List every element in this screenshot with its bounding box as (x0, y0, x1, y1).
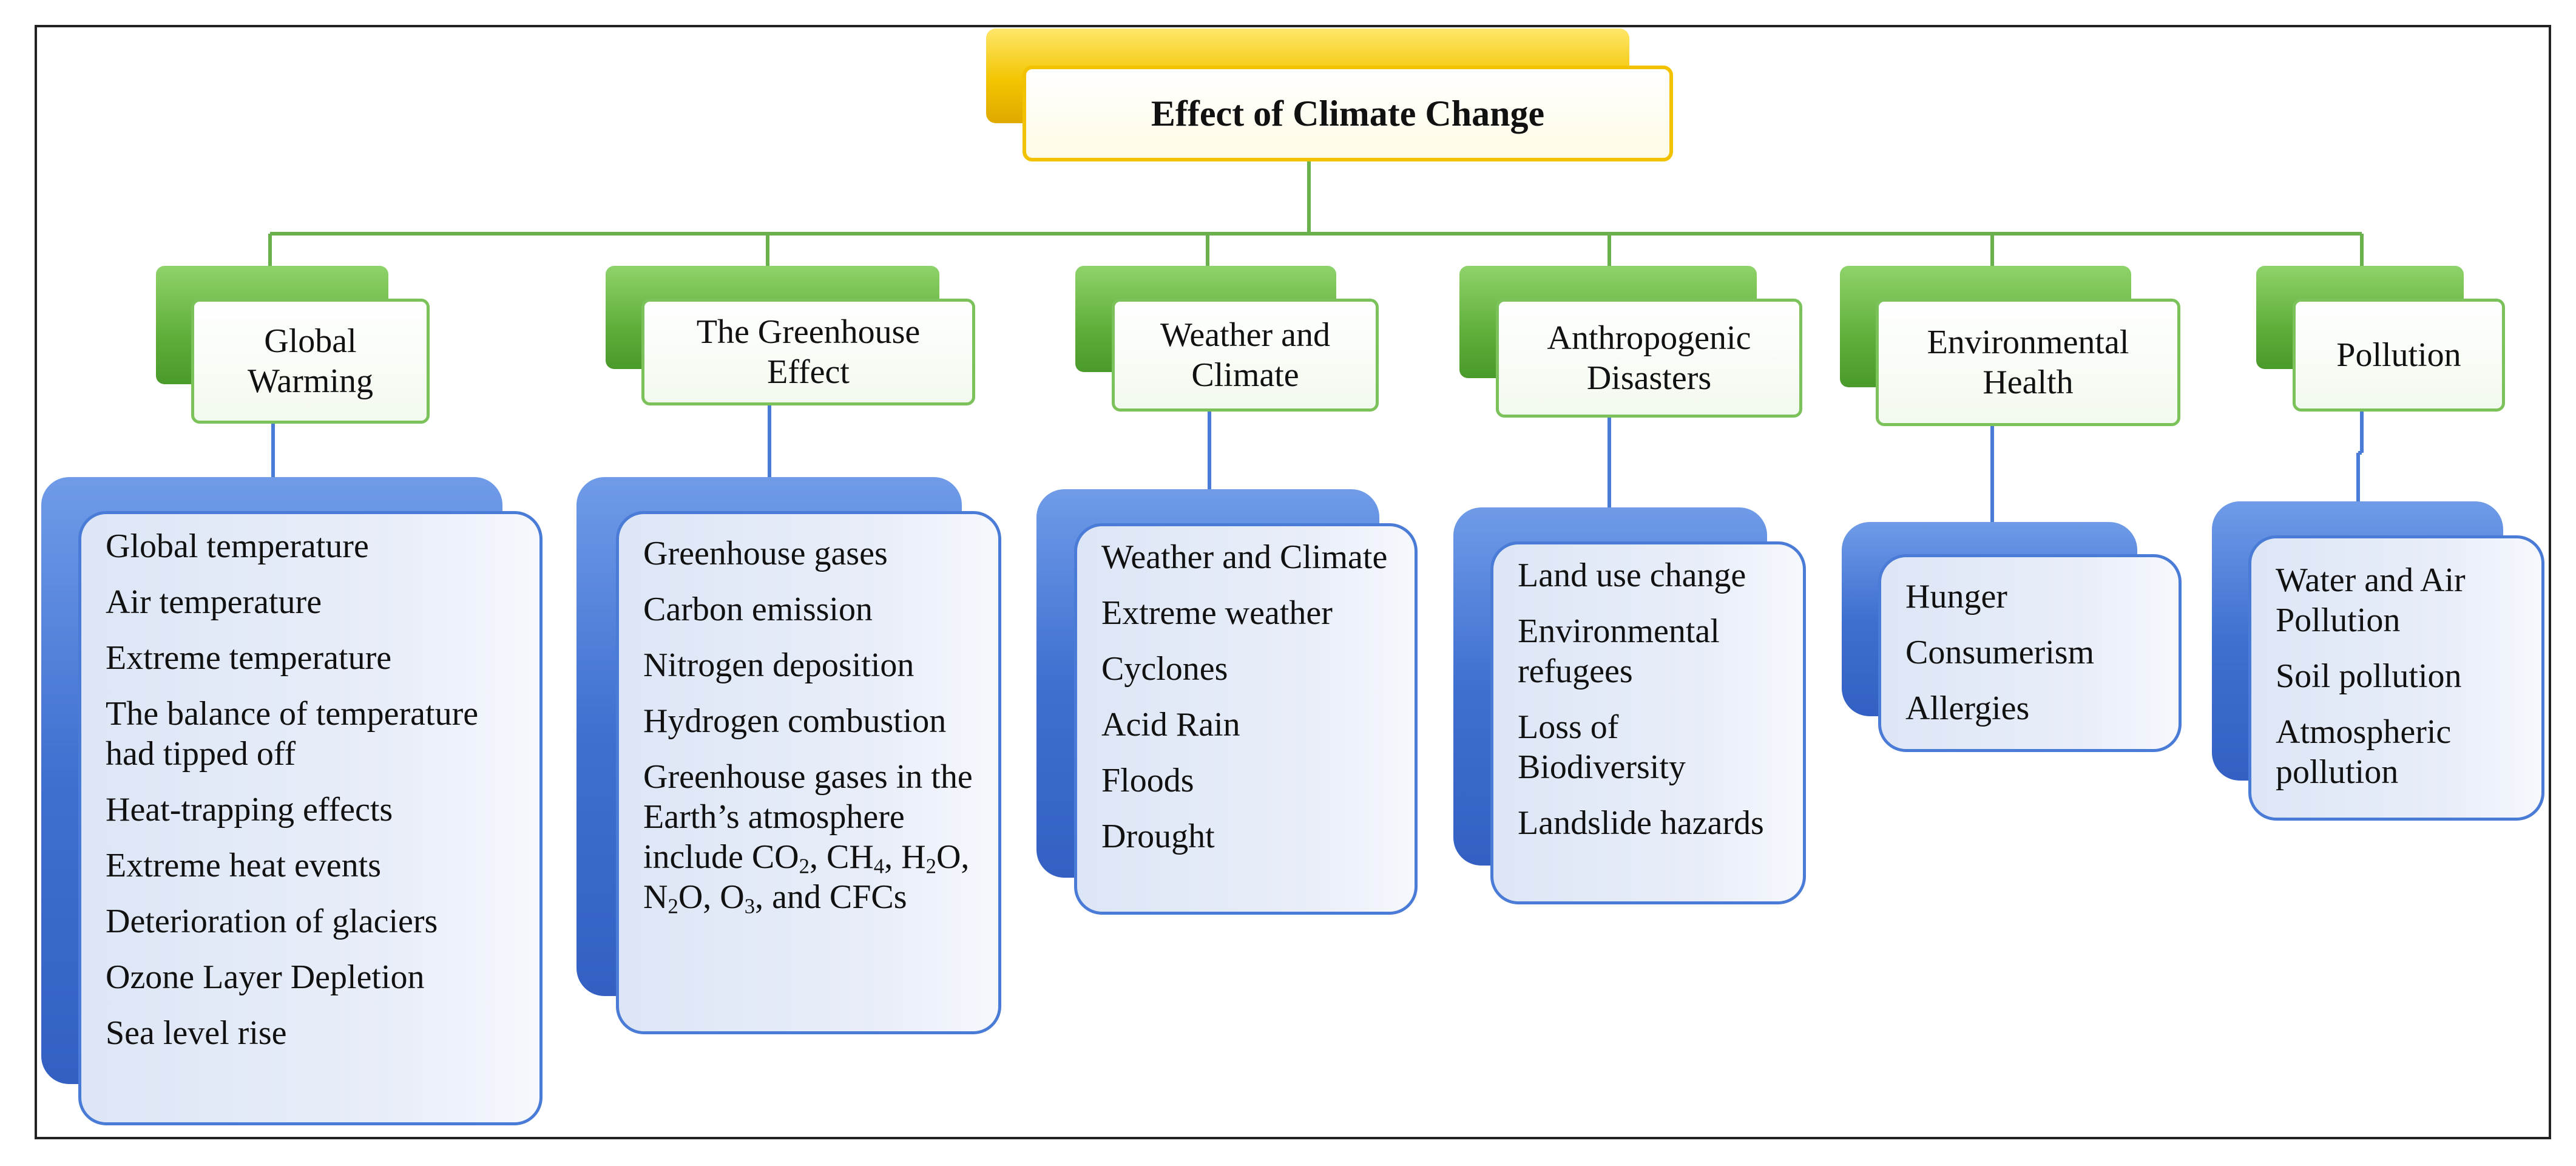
list-item: Extreme weather (1101, 594, 1333, 632)
list-item: Deterioration of glaciers (106, 903, 438, 940)
category-box-weather-and-climate: Weather and Climate (1112, 299, 1379, 412)
category-box-global-warming: Global Warming (191, 299, 430, 424)
list-item: Heat-trapping effects (106, 791, 393, 829)
category-label: Global Warming (248, 322, 373, 400)
list-box-greenhouse-effect: Greenhouse gases Carbon emission Nitroge… (616, 511, 1001, 1034)
list-item: Nitrogen deposition (643, 646, 914, 684)
list-item: Carbon emission (643, 591, 873, 628)
category-box-environmental-health: Environmental Health (1876, 299, 2180, 426)
category-label: The Greenhouse Effect (696, 313, 921, 391)
list-item: Sea level rise (106, 1014, 287, 1052)
list-item: Consumerism (1905, 634, 2095, 671)
diagram-frame (35, 25, 2551, 1139)
list-box-environmental-health: Hunger Consumerism Allergies (1878, 554, 2182, 752)
list-item: Ozone Layer Depletion (106, 958, 425, 996)
list-item: Soil pollution (2276, 657, 2462, 695)
diagram-title: Effect of Climate Change (1151, 93, 1545, 134)
list-item: Drought (1101, 818, 1215, 855)
list-item: Land use change (1518, 557, 1746, 594)
list-item: The balance of temperature had tipped of… (106, 695, 479, 773)
list-box-weather-and-climate: Weather and Climate Extreme weather Cycl… (1074, 523, 1418, 915)
category-label: Weather and Climate (1160, 316, 1330, 394)
category-box-greenhouse-effect: The Greenhouse Effect (641, 299, 975, 405)
list-item: Loss of Biodiversity (1518, 708, 1686, 786)
category-label: Environmental Health (1927, 323, 2129, 401)
list-item: Extreme temperature (106, 639, 392, 677)
category-label: Pollution (2336, 336, 2461, 374)
list-item: Floods (1101, 762, 1194, 799)
list-item: Extreme heat events (106, 847, 382, 884)
list-item: Atmospheric pollution (2276, 713, 2452, 791)
list-box-anthropogenic-disasters: Land use change Environmental refugees L… (1490, 541, 1806, 904)
list-box-pollution: Water and Air Pollution Soil pollution A… (2248, 535, 2544, 821)
category-box-anthropogenic-disasters: Anthropogenic Disasters (1496, 299, 1802, 418)
list-item: Hydrogen combustion (643, 702, 947, 740)
root-box: Effect of Climate Change (1023, 66, 1673, 161)
list-item: Air temperature (106, 583, 322, 621)
list-item: Cyclones (1101, 650, 1228, 688)
list-item: Hunger (1905, 578, 2007, 615)
list-item-chem-formula: Greenhouse gases in the Earth’s atmosphe… (643, 758, 973, 918)
list-item: Greenhouse gases (643, 535, 888, 572)
category-box-pollution: Pollution (2293, 299, 2505, 412)
list-item: Allergies (1905, 690, 2030, 727)
list-item: Water and Air Pollution (2276, 561, 2466, 639)
list-item: Landslide hazards (1518, 804, 1764, 842)
list-item: Environmental refugees (1518, 612, 1720, 690)
list-box-global-warming: Global temperature Air temperature Extre… (78, 511, 543, 1125)
list-item: Global temperature (106, 527, 369, 565)
category-label: Anthropogenic Disasters (1547, 319, 1751, 397)
list-item: Acid Rain (1101, 706, 1240, 744)
list-item: Weather and Climate (1101, 538, 1388, 576)
